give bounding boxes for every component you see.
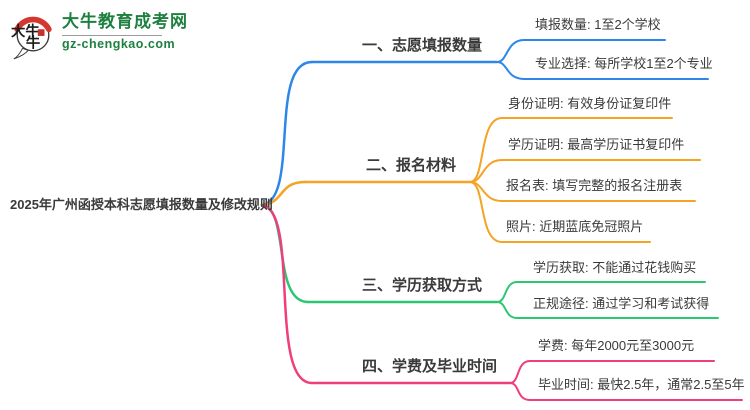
- branch-4-connector: [260, 203, 314, 385]
- logo-divider: [62, 35, 162, 36]
- branch-label-4: 四、学费及毕业时间: [362, 358, 498, 375]
- leaf-node: 照片: 近期蓝底免冠照片: [506, 219, 644, 234]
- leaf-node: 正规途径: 通过学习和考试获得: [533, 296, 710, 311]
- leaf-1-2-connector: [496, 61, 525, 80]
- branch-2-connector: [260, 180, 307, 207]
- leaf-node: 学历获取: 不能通过花钱购买: [533, 260, 697, 275]
- branch-1-lines: [260, 39, 709, 207]
- logo-text-block: 大牛教育成考网 gz-chengkao.com: [62, 10, 188, 51]
- leaf-2-1-connector: [469, 117, 503, 183]
- branch-4-lines: [260, 203, 743, 401]
- branch-label-2: 二、报名材料: [366, 157, 457, 174]
- leaf-node: 报名表: 填写完整的报名注册表: [506, 178, 683, 193]
- branch-label-1: 一、志愿填报数量: [362, 37, 483, 54]
- logo-domain: gz-chengkao.com: [62, 37, 176, 51]
- branch-label-3: 三、学历获取方式: [362, 277, 483, 294]
- leaf-1-1-connector: [496, 39, 525, 63]
- red-cap-arc: [14, 16, 52, 33]
- icon-char-2: 牛: [26, 33, 40, 51]
- leaf-2-4-connector: [469, 181, 503, 243]
- leaf-node: 学历证明: 最高学历证书复印件: [508, 137, 685, 152]
- leaf-node: 学费: 每年2000元至3000元: [538, 338, 695, 353]
- root-topic: 2025年广州函授本科志愿填报数量及修改规则: [10, 197, 273, 212]
- leaf-3-1-connector: [496, 281, 518, 303]
- branch-1-connector: [260, 60, 314, 207]
- leaf-node: 身份证明: 有效身份证复印件: [508, 96, 672, 111]
- branch-2-lines: [260, 117, 701, 243]
- leaf-node: 填报数量: 1至2个学校: [535, 17, 661, 32]
- logo-title: 大牛教育成考网: [62, 12, 188, 31]
- leaf-node: 专业选择: 每所学校1至2个专业: [535, 56, 713, 71]
- leaf-4-2-connector: [509, 382, 531, 401]
- icon-char-1: 大牛: [11, 22, 40, 40]
- leaf-3-2-connector: [496, 301, 518, 319]
- site-logo: 大牛 牛 大牛教育成考网 gz-chengkao.com: [10, 10, 188, 60]
- leaf-node: 毕业时间: 最快2.5年，通常2.5至5年: [538, 377, 745, 392]
- leaf-4-1-connector: [509, 360, 531, 384]
- bull-speech-bubble-icon: 大牛 牛: [10, 10, 56, 60]
- red-seal: [37, 29, 45, 36]
